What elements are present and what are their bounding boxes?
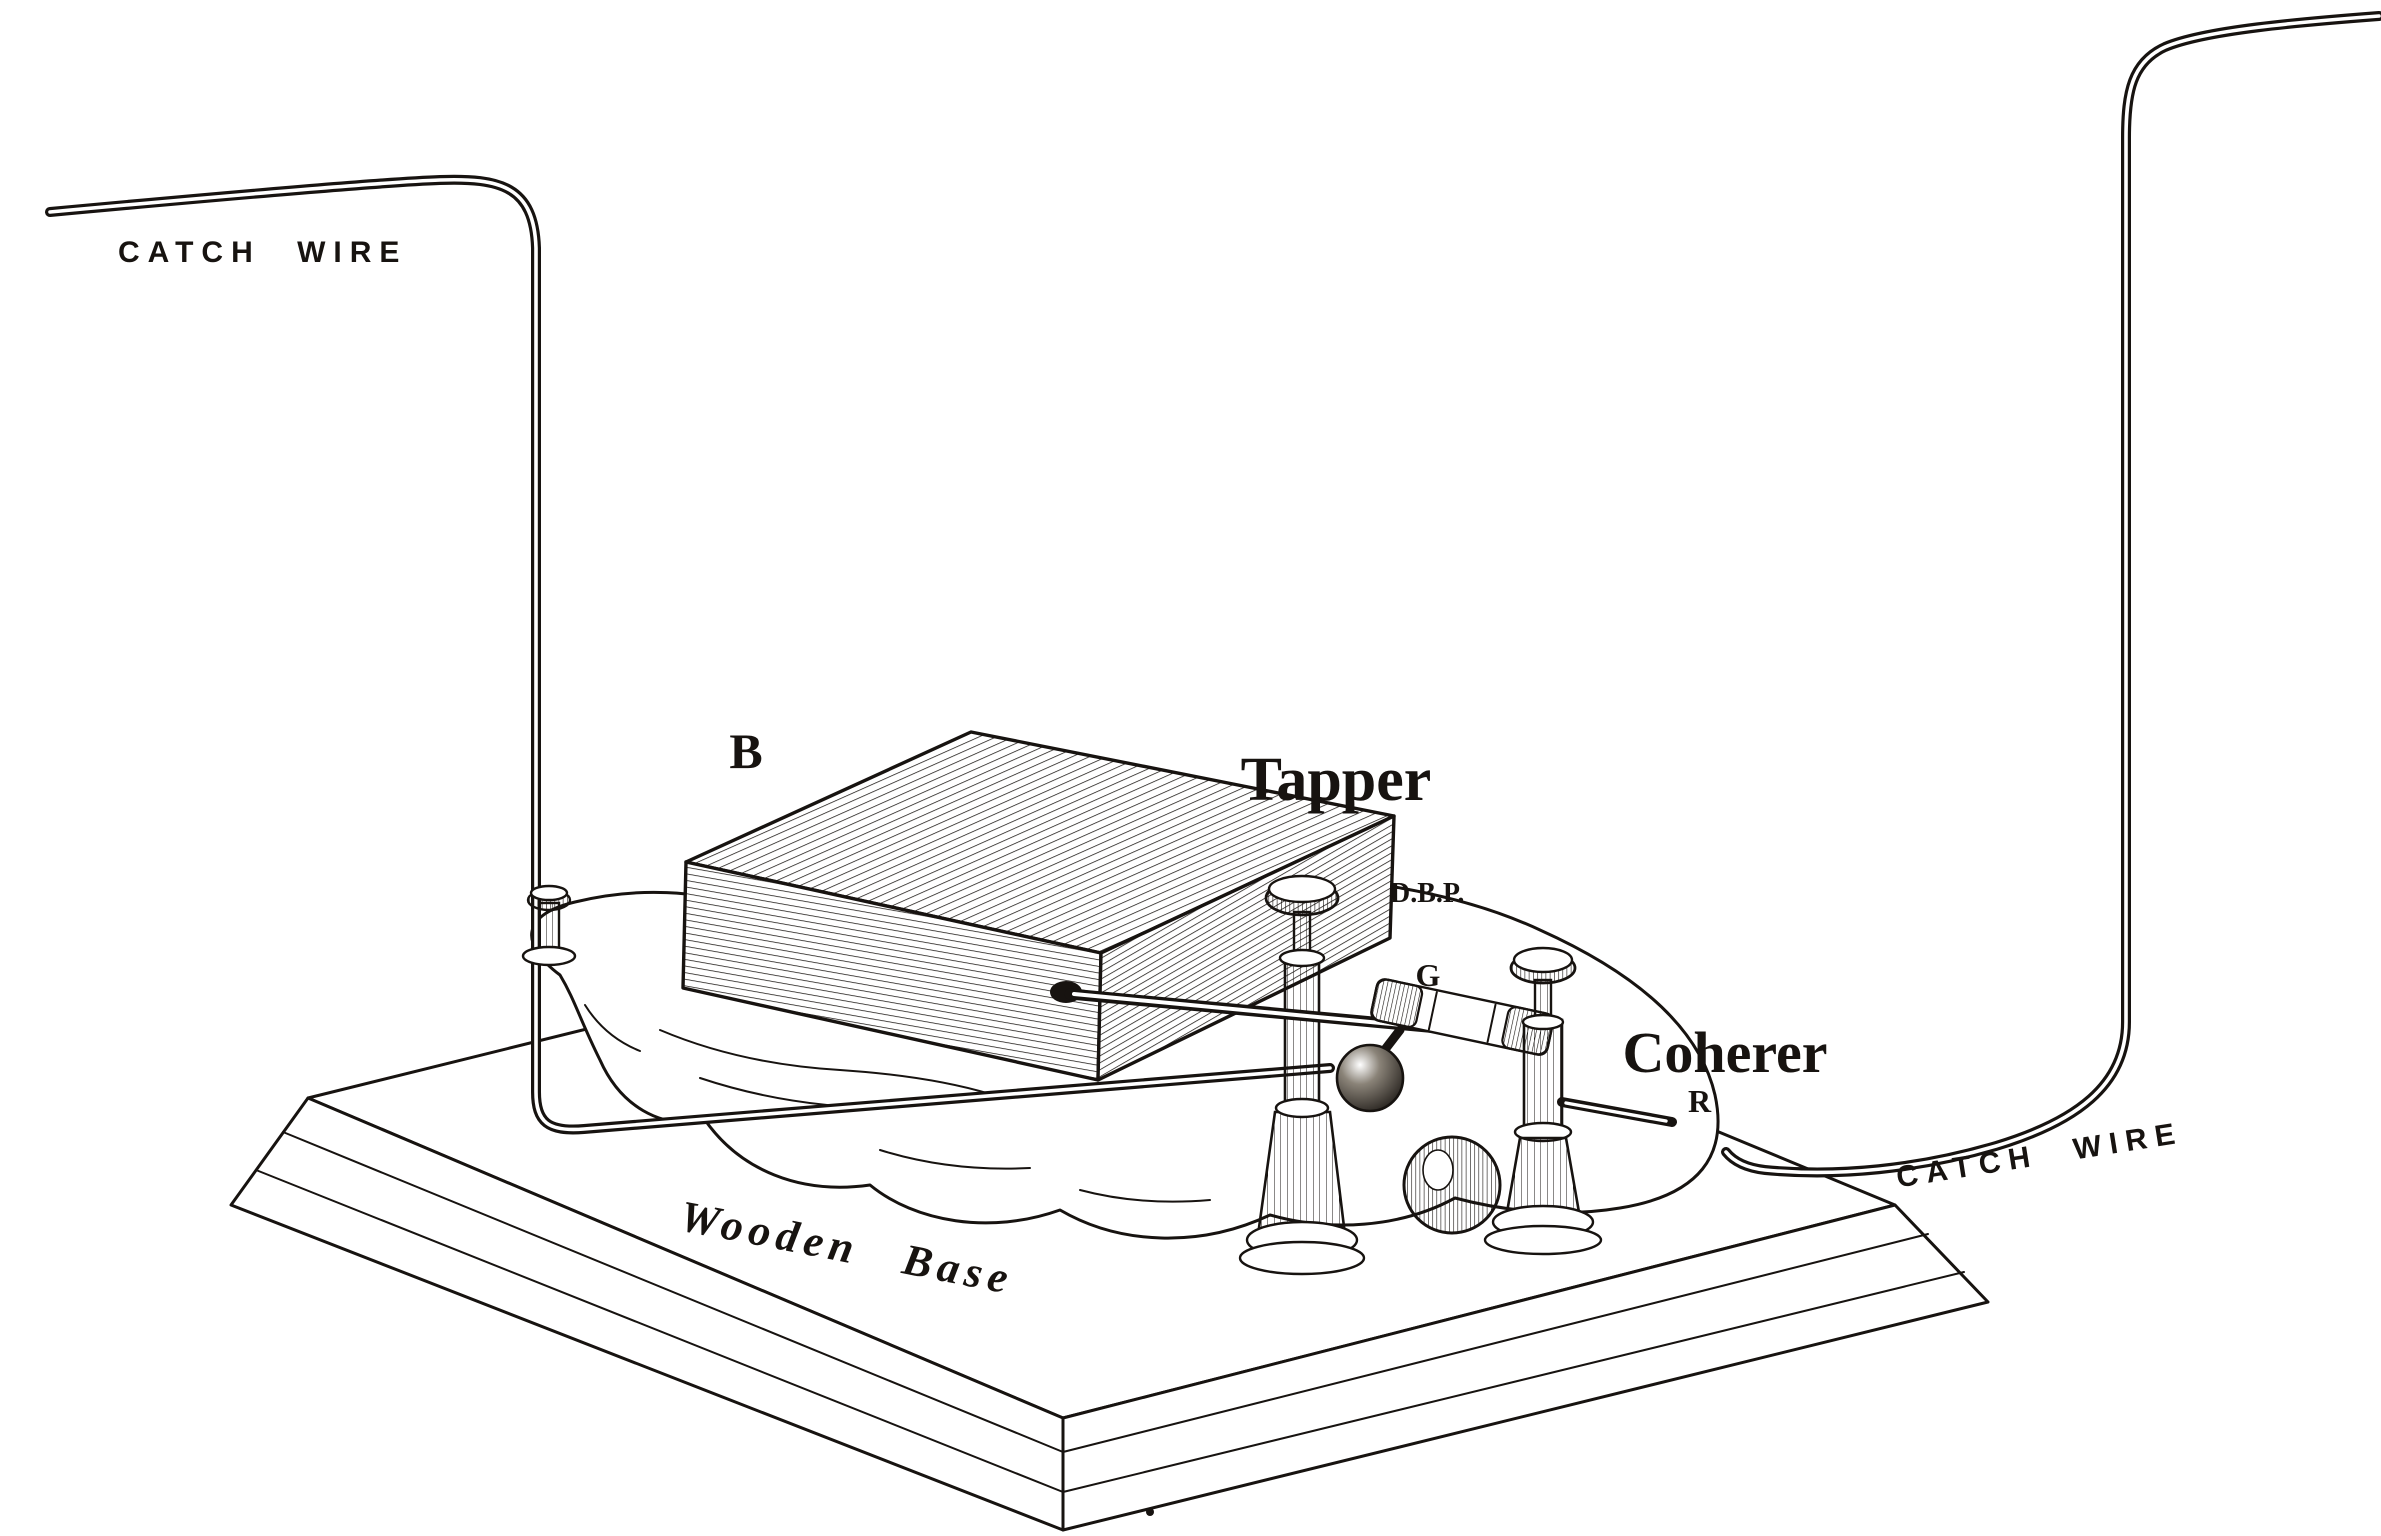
plate-shading-stroke <box>1079 1189 1211 1203</box>
battery-box-drawing <box>681 730 1396 1082</box>
coherer-pillar <box>1522 1018 1564 1134</box>
binding-post-head-top <box>529 884 569 902</box>
plate-shading-stroke <box>659 1029 991 1095</box>
battery-box-label: B <box>729 723 762 779</box>
tapper-hammer-ball <box>1335 1043 1405 1113</box>
tapper-collar <box>1278 948 1326 968</box>
tube-label: G <box>1416 957 1441 993</box>
base-molding-line <box>1062 1233 1929 1453</box>
rod-label: R <box>1688 1083 1712 1119</box>
base-corner-line <box>1894 1204 1989 1303</box>
coherer-wheel-highlight <box>1422 1149 1454 1191</box>
coherer-foot-base <box>1483 1224 1603 1256</box>
coherer-thumbscrew-top <box>1512 946 1574 974</box>
ink-speck <box>1146 1508 1154 1516</box>
base-molding-line <box>282 1131 1064 1453</box>
tapper-pillar <box>1283 956 1321 1110</box>
coherer-knurled-wheel <box>1402 1135 1502 1235</box>
base-molding-line <box>1062 1271 1965 1493</box>
base-molding-line <box>255 1169 1064 1493</box>
coherer-tube-group <box>1370 978 1555 1056</box>
tapper-thumbscrew-top <box>1267 874 1337 904</box>
binding-post-base <box>521 945 577 967</box>
coherer-collar <box>1521 1013 1565 1031</box>
coherer-drawing <box>1370 946 1677 1256</box>
tapper-label: Tapper <box>1241 746 1432 814</box>
tapper-drawing <box>1064 874 1444 1276</box>
coherer-electrode-line <box>1486 1003 1497 1043</box>
tapper-hammer-rod-highlight <box>1072 992 1436 1030</box>
dbp-label: D.B.P. <box>1390 878 1464 909</box>
coherer-terminal-rod-highlight <box>1564 1101 1668 1123</box>
binding-post-left <box>521 884 577 967</box>
plate-shading-stroke <box>879 1149 1031 1170</box>
tapper-foot-base <box>1238 1240 1366 1276</box>
coherer-electrode-line <box>1427 991 1438 1031</box>
coherer-plug-left <box>1370 978 1424 1029</box>
catch-wire-left-label: CATCH WIRE <box>118 236 407 269</box>
coherer-label: Coherer <box>1622 1020 1827 1085</box>
plate-shading-stroke <box>584 1004 641 1052</box>
tapper-pillar-collar <box>1274 1097 1330 1119</box>
